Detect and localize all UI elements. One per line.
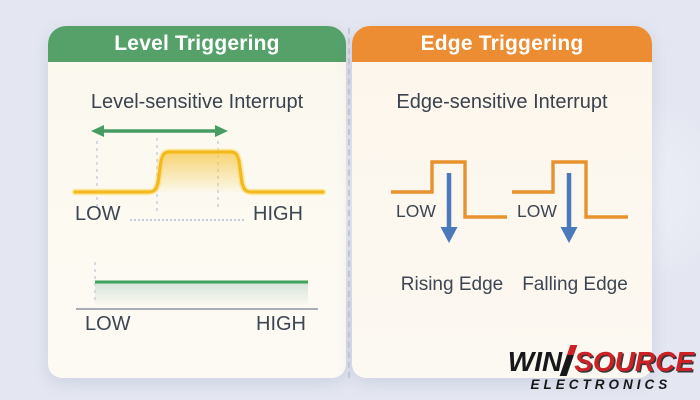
falling-low-label: LOW <box>517 201 557 221</box>
falling-edge-waveform <box>512 160 628 243</box>
level-line-label-row: LOW HIGH <box>85 313 306 336</box>
level-panel-title: Level-sensitive Interrupt <box>90 91 304 113</box>
edge-panel-header: Edge Triggering <box>352 26 652 62</box>
rising-edge-caption: Rising Edge <box>400 274 504 295</box>
logo-wordmark: WIN SOURCE <box>507 344 694 377</box>
edge-signal-line <box>512 160 628 219</box>
edge-panel-title: Edge-sensitive Interrupt <box>396 91 608 113</box>
logo-subtitle: ELECTRONICS <box>530 376 672 392</box>
line-low-label: LOW <box>85 313 131 335</box>
level-triggering-panel: Level Triggering Level-sensitive Interru… <box>48 26 346 378</box>
level-fill <box>95 283 308 305</box>
falling-edge-caption: Falling Edge <box>522 274 628 295</box>
level-wave-label-row: LOW HIGH <box>75 203 303 226</box>
line-high-label: HIGH <box>256 313 306 335</box>
edge-signal-line <box>391 160 507 219</box>
level-panel-header: Level Triggering <box>48 26 346 62</box>
logo-win-text: WIN <box>507 345 563 377</box>
edge-triggering-panel: Edge Triggering Edge-sensitive Interrupt… <box>352 26 652 378</box>
level-low-label: LOW <box>75 203 121 225</box>
down-arrow-icon <box>560 173 578 243</box>
dotted-connector <box>129 209 244 221</box>
panel-divider <box>348 28 350 378</box>
double-arrow-icon <box>91 125 228 137</box>
rising-low-label: LOW <box>396 201 436 221</box>
down-arrow-icon <box>440 173 458 243</box>
pulse-signal-line <box>73 150 325 194</box>
rising-edge-waveform <box>391 160 507 243</box>
winsource-logo: WIN SOURCE ELECTRONICS <box>507 344 694 392</box>
level-high-label: HIGH <box>253 203 303 225</box>
level-pulse-waveform <box>71 125 327 211</box>
level-line-chart <box>76 262 318 310</box>
pulse-gradient-fill <box>154 152 246 192</box>
logo-source-text: SOURCE <box>574 345 694 377</box>
